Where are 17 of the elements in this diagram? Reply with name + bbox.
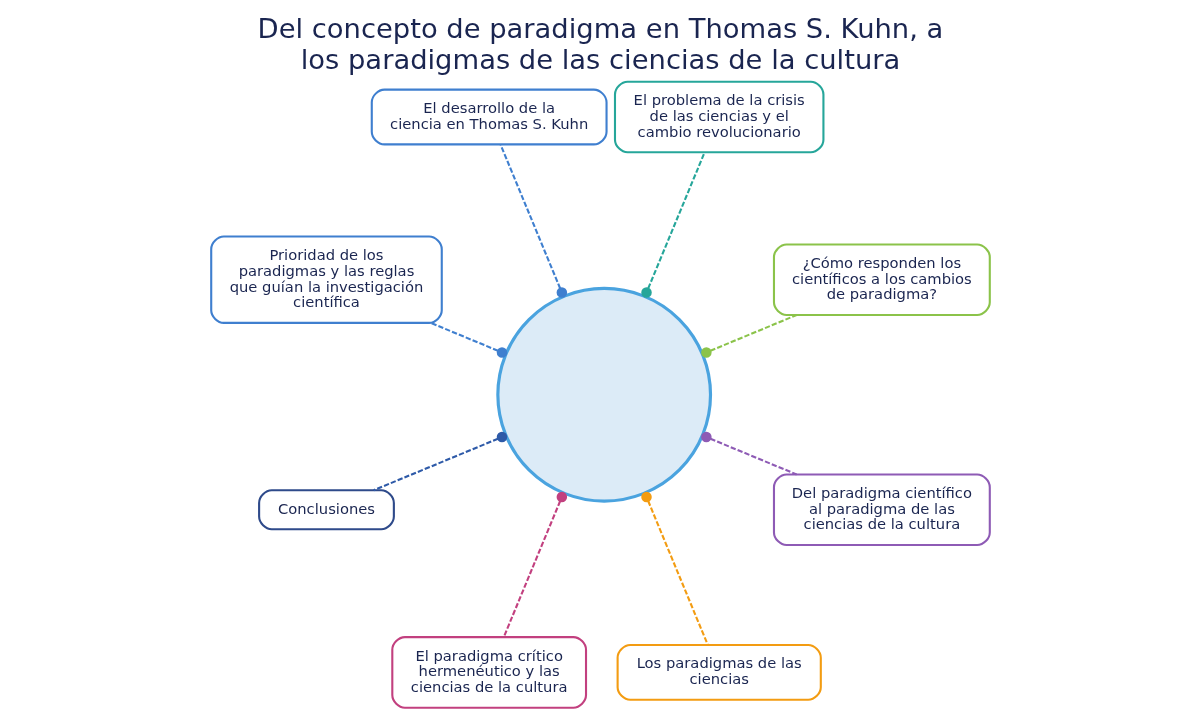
node-box: Los paradigmas de las ciencias: [616, 644, 822, 701]
connector: [640, 152, 706, 298]
connector: [700, 431, 797, 476]
node-box: Conclusiones: [257, 489, 395, 531]
connector: [502, 491, 567, 638]
node-box: El desarrollo de la ciencia en Thomas S. Kuhn: [370, 88, 608, 146]
connector: [700, 314, 797, 358]
node-box: ¿Cómo responden los científicos a los cambios de paradigma?: [772, 243, 991, 317]
node-box: El problema de la crisis de las ciencias y el cambio revolucionario: [613, 80, 824, 154]
connector: [499, 144, 567, 298]
node-box: El paradigma crítico hermenéutico y las ciencias de la cultura: [390, 636, 587, 709]
node-box: Prioridad de los paradigmas y las reglas que guían la investigación científica: [209, 235, 443, 324]
connector: [640, 491, 709, 646]
diagram-title: Del concepto de paradigma en Thomas S. Kuhn, a los paradigmas de las ciencias de la cultura: [257, 13, 943, 75]
connector: [372, 431, 507, 492]
node-box: Del paradigma científico al paradigma de las ciencias de la cultura: [772, 473, 991, 547]
connector: [429, 321, 507, 358]
